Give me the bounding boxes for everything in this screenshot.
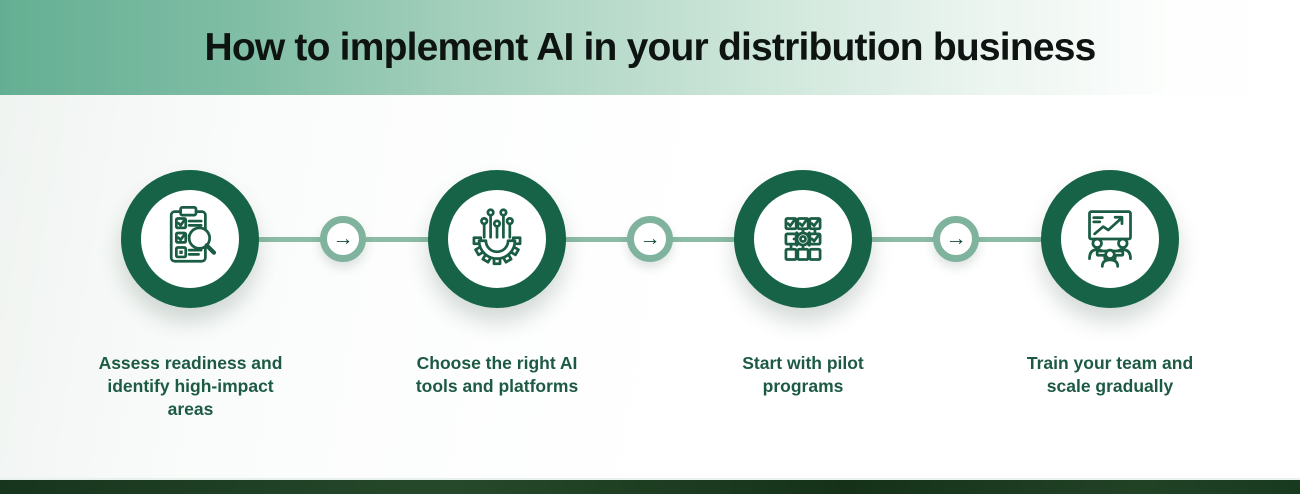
team-training-presentation-icon [1088, 210, 1132, 268]
step-arrow-2: → [627, 216, 673, 262]
step-4-label: Train your team and scale gradually [1026, 353, 1194, 396]
footer-bar [0, 480, 1300, 494]
step-3-label: Start with pilot programs [742, 353, 864, 396]
step-3-circle [734, 170, 872, 308]
ai-gear-circuit-icon [472, 208, 522, 266]
step-1-circle [121, 170, 259, 308]
step-arrow-1: → [320, 216, 366, 262]
step-4-circle [1041, 170, 1179, 308]
step-1-label: Assess readiness and identify high-impac… [98, 353, 283, 419]
right-arrow-icon: → [639, 226, 661, 250]
step-2-label: Choose the right AI tools and platforms [415, 353, 579, 396]
header-band: How to implement AI in your distribution… [0, 0, 1300, 95]
step-2-circle [428, 170, 566, 308]
right-arrow-icon: → [945, 226, 967, 250]
flowchart-checkboxes-gear-icon [784, 217, 822, 261]
page-title: How to implement AI in your distribution… [204, 25, 1096, 69]
footer-divider [0, 478, 1300, 480]
step-arrow-3: → [933, 216, 979, 262]
clipboard-checklist-magnifier-icon [169, 206, 217, 263]
right-arrow-icon: → [332, 226, 354, 250]
